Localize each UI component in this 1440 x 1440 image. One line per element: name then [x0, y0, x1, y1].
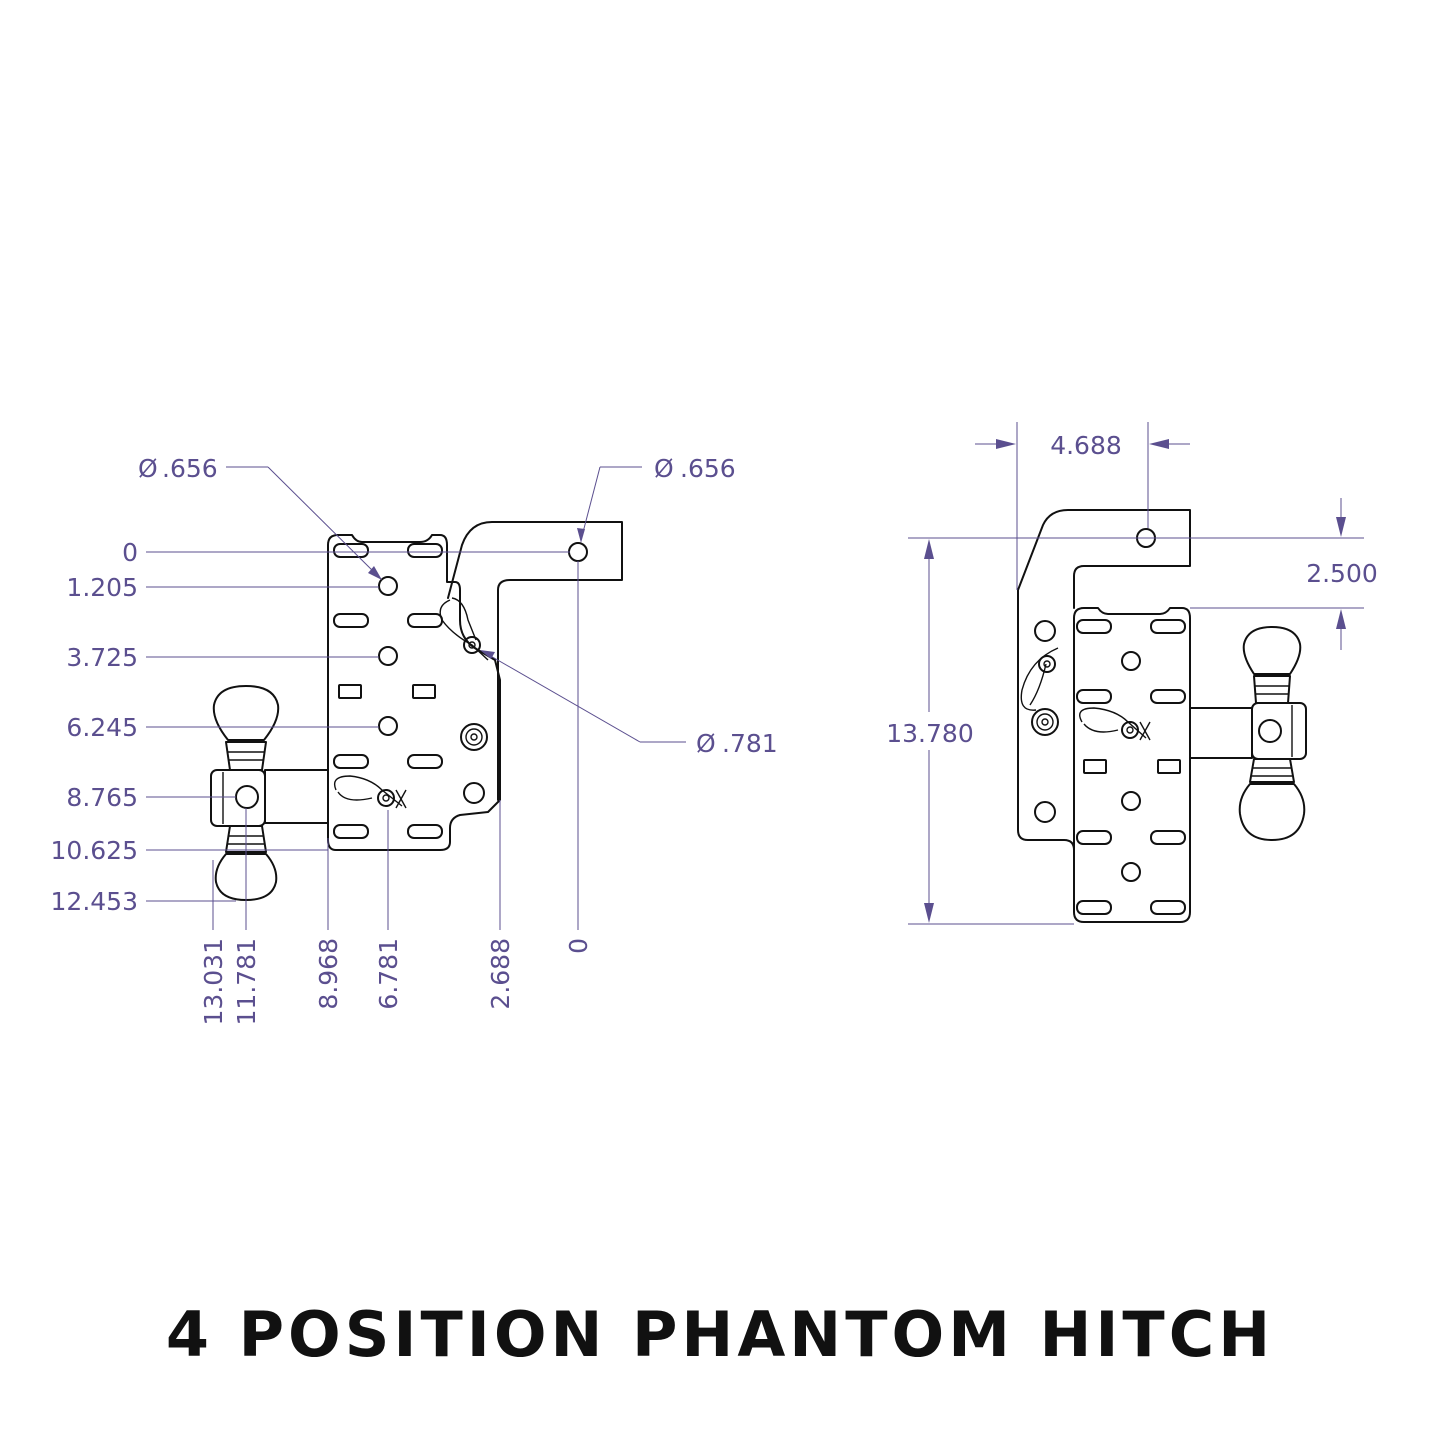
dim-h-4: 2.688 — [486, 938, 515, 1010]
dim-height: 13.780 — [886, 719, 973, 748]
svg-text:Ø: Ø — [138, 454, 158, 483]
dim-v-6: 12.453 — [51, 887, 138, 916]
right-upper-ball — [1242, 626, 1302, 675]
right-plate — [1073, 607, 1191, 923]
dim-v-4: 8.765 — [66, 783, 138, 812]
svg-text:Ø: Ø — [654, 454, 674, 483]
dim-v-5: 10.625 — [51, 836, 138, 865]
dim-width: 4.688 — [1050, 431, 1122, 460]
right-ball-mount — [1251, 702, 1307, 760]
dim-h-5: 0 — [564, 938, 593, 954]
right-tongue — [1189, 707, 1253, 759]
right-lower-ball — [1238, 783, 1306, 841]
right-shank — [1017, 509, 1191, 609]
left-plate — [327, 534, 501, 851]
dim-v-0: 0 — [122, 538, 138, 567]
callout-hole-shank: Ø .656 — [577, 454, 736, 543]
svg-text:Ø: Ø — [696, 729, 716, 758]
left-slots — [333, 543, 443, 839]
right-slots — [1076, 619, 1186, 915]
dim-drop: 2.500 — [1306, 559, 1378, 588]
callout-hole-left: Ø .656 — [138, 454, 382, 580]
right-view-part — [1017, 509, 1307, 923]
left-pin-clip-upper-icon — [439, 597, 489, 661]
dim-v-1: 1.205 — [66, 573, 138, 602]
left-pin-clip-lower-icon — [333, 775, 407, 809]
dim-h-0: 13.031 — [199, 938, 228, 1025]
svg-text:.656: .656 — [680, 454, 736, 483]
left-lock-icon — [460, 723, 488, 751]
dim-h-2: 8.968 — [314, 938, 343, 1010]
dim-v-2: 3.725 — [66, 643, 138, 672]
left-ball-mount — [210, 769, 266, 827]
right-holes — [1034, 528, 1156, 882]
left-shank — [447, 521, 623, 801]
left-view-part — [210, 521, 623, 901]
svg-text:.781: .781 — [722, 729, 778, 758]
left-tongue — [264, 769, 329, 824]
right-lock-icon — [1031, 708, 1059, 736]
left-upper-ball — [212, 685, 280, 741]
callout-pin: Ø .781 — [480, 650, 778, 758]
right-pin-clip-upper-icon — [1020, 647, 1059, 711]
right-pin-clip-lower-icon — [1079, 707, 1151, 741]
dim-h-1: 11.781 — [232, 938, 261, 1025]
right-view-dimensions: 4.688 2.500 13.780 — [886, 422, 1378, 925]
svg-text:.656: .656 — [162, 454, 218, 483]
left-view-dimensions: 0 1.205 3.725 6.245 8.765 10.625 12.453 … — [51, 454, 778, 1025]
page-title: 4 POSITION PHANTOM HITCH — [165, 1298, 1275, 1371]
dim-v-3: 6.245 — [66, 713, 138, 742]
dim-h-3: 6.781 — [374, 938, 403, 1010]
